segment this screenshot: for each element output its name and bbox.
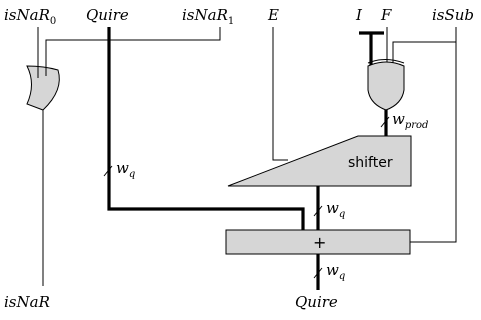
issub-input-label: isSub xyxy=(432,6,474,24)
quire-output-label: Quire xyxy=(295,293,338,311)
e-input-label: E xyxy=(267,6,279,24)
wq-mid-label: wq xyxy=(326,199,345,220)
xor-input-arc xyxy=(367,59,405,64)
shifter-label: shifter xyxy=(348,155,393,171)
wprod-tick xyxy=(380,116,390,128)
wq-out-label: wq xyxy=(326,261,345,282)
quire-input-bus xyxy=(107,27,305,230)
wq-out-tick xyxy=(313,267,323,279)
isnar0-label: isNaR0 xyxy=(4,6,56,27)
wq-left-tick xyxy=(103,165,113,177)
i-input-label: I xyxy=(355,6,363,24)
xor-gate xyxy=(367,61,405,111)
quire-input-label: Quire xyxy=(86,6,129,24)
issub-wire-top xyxy=(392,27,457,65)
shifter-block xyxy=(227,135,412,187)
adder-label: + xyxy=(313,233,326,252)
issub-to-adder-wire xyxy=(410,42,457,243)
wq-left-label: wq xyxy=(116,159,135,180)
isnar-or-gate xyxy=(26,65,60,111)
isnar1-label: isNaR1 xyxy=(182,6,234,27)
wq-mid-tick xyxy=(313,205,323,217)
isnar-output-label: isNaR xyxy=(4,293,50,311)
wprod-label: wprod xyxy=(392,110,428,131)
e-wire xyxy=(272,27,288,161)
isnar1-wire xyxy=(45,27,221,76)
f-input-label: F xyxy=(380,6,392,24)
